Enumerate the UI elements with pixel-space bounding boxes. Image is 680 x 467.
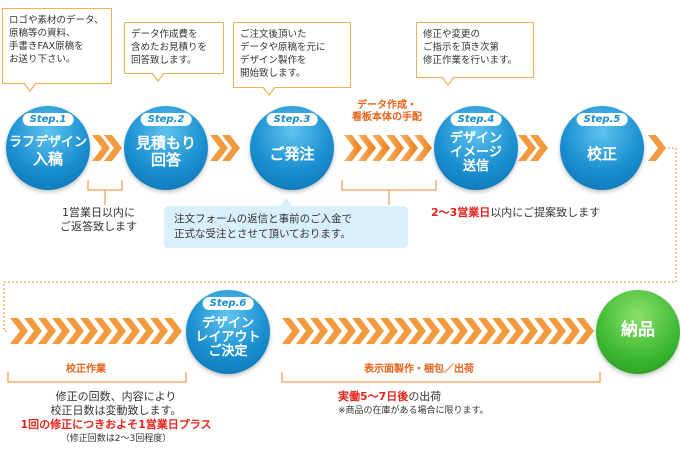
note-line: ロゴや素材のデータ、 bbox=[9, 15, 104, 26]
production-highlight: 実働5～7日後 bbox=[338, 390, 409, 403]
final-circle: 納品 bbox=[596, 290, 680, 374]
step2-label-line2: 回答 bbox=[150, 151, 181, 169]
step2-circle: Step.2 見積もり 回答 bbox=[124, 106, 208, 190]
order-note-box: 注文フォームの返信と事前のご入金で 正式な受注とさせて頂いております。 bbox=[164, 198, 408, 248]
note-step4: 修正や変更の ご指示を頂き次第 修正作業を行います。 bbox=[416, 22, 534, 86]
bracket-1-2 bbox=[87, 180, 123, 205]
step5-label-line1: 校正 bbox=[586, 145, 617, 163]
step5-badge: Step.5 bbox=[576, 113, 628, 126]
order-note-line1: 注文フォームの返信と事前のご入金で bbox=[174, 213, 353, 225]
note-line: 原稿等の資料、 bbox=[9, 28, 76, 39]
arrow-label-3-4: データ作成・ 看板本体の手配 bbox=[332, 100, 442, 124]
proposal-highlight: 2～3営業日 bbox=[431, 206, 491, 219]
note-line: お送り下さい。 bbox=[9, 54, 76, 65]
reply-note-line1: 1営業日以内に bbox=[62, 206, 135, 219]
production-label: 表示面製作・梱包／出荷 bbox=[364, 364, 474, 375]
note-line: ご指示を頂き次第 bbox=[423, 42, 500, 53]
order-note-line2: 正式な受注とさせて頂いております。 bbox=[174, 228, 351, 240]
note-step2: データ作成費を 含めたお見積りを 回答致します。 bbox=[124, 22, 224, 82]
production-sub: ※商品の在庫がある場合に限ります。 bbox=[338, 406, 489, 416]
step4-circle: Step.4 デザイン イメージ 送信 bbox=[434, 106, 518, 190]
note-step1: ロゴや素材のデータ、 原稿等の資料、 手書きFAX原稿を お送り下さい。 bbox=[2, 8, 112, 92]
step1-circle: Step.1 ラフデザイン 入稿 bbox=[6, 106, 90, 190]
note-line: 修正作業を行います。 bbox=[423, 55, 518, 66]
production-text: 実働5～7日後の出荷 ※商品の在庫がある場合に限ります。 bbox=[338, 390, 489, 418]
proposal-note: 2～3営業日以内にご提案致します bbox=[431, 206, 600, 220]
note-line: 開始致します。 bbox=[240, 68, 306, 79]
step1-label-line1: ラフデザイン bbox=[8, 135, 87, 150]
proof-work-sub: （修正回数は2～3回程度） bbox=[60, 434, 172, 444]
chevrons-4-5 bbox=[518, 135, 548, 161]
proof-work-line1: 修正の回数、内容により bbox=[55, 390, 177, 403]
production-rest: の出荷 bbox=[408, 390, 442, 403]
note-line: 手書きFAX原稿を bbox=[9, 41, 84, 52]
note-line: データ作成費を bbox=[131, 29, 198, 40]
step6-label-line2: レイアウト bbox=[195, 330, 261, 345]
proposal-rest: 以内にご提案致します bbox=[490, 206, 601, 219]
step4-badge: Step.4 bbox=[450, 113, 502, 126]
proof-work-text: 修正の回数、内容により 校正日数は変動致します。 1回の修正につきおよそ1営業日… bbox=[0, 390, 232, 446]
step6-label-line3: ご決定 bbox=[208, 344, 248, 359]
step4-label-line2: イメージ bbox=[450, 145, 502, 160]
proof-work-label: 校正作業 bbox=[66, 364, 106, 375]
chevrons-1-2 bbox=[92, 135, 122, 161]
step6-circle: Step.6 デザイン レイアウト ご決定 bbox=[186, 290, 270, 374]
proof-work-highlight: 1回の修正につきおよそ1営業日プラス bbox=[20, 418, 212, 431]
bracket-3-4 bbox=[341, 180, 437, 205]
step4-label-line3: 送信 bbox=[462, 159, 489, 174]
note-line: データや原稿を元に bbox=[240, 42, 326, 53]
chevrons-row2-b bbox=[282, 318, 594, 344]
final-label: 納品 bbox=[621, 320, 655, 340]
chevrons-5-end bbox=[648, 135, 666, 161]
step6-label-line1: デザイン bbox=[201, 316, 254, 331]
note-line: デザイン製作を bbox=[240, 55, 307, 66]
step4-label-line1: デザイン bbox=[449, 131, 502, 146]
reply-note: 1営業日以内に ご返答致します bbox=[60, 206, 137, 234]
note-line: 含めたお見積りを bbox=[131, 42, 208, 53]
proof-work-line2: 校正日数は変動致します。 bbox=[50, 404, 182, 417]
note-line: ご注文後頂いた bbox=[240, 29, 307, 40]
step1-label-line2: 入稿 bbox=[32, 150, 63, 168]
step3-badge: Step.3 bbox=[266, 113, 318, 126]
step3-label-line1: ご発注 bbox=[269, 145, 315, 163]
chevrons-3-4 bbox=[344, 135, 432, 161]
arrow-label-line1: データ作成・ bbox=[357, 100, 417, 111]
note-line: 回答致します。 bbox=[131, 55, 197, 66]
step1-badge: Step.1 bbox=[22, 113, 74, 126]
step3-circle: Step.3 ご発注 bbox=[250, 106, 334, 190]
step6-badge: Step.6 bbox=[202, 297, 254, 310]
note-line: 修正や変更の bbox=[423, 29, 481, 40]
step2-badge: Step.2 bbox=[140, 113, 192, 126]
step2-label-line1: 見積もり bbox=[135, 134, 196, 152]
step5-circle: Step.5 校正 bbox=[560, 106, 644, 190]
chevrons-2-3 bbox=[210, 135, 240, 161]
reply-note-line2: ご返答致します bbox=[60, 220, 137, 233]
note-step3: ご注文後頂いた データや原稿を元に デザイン製作を 開始致します。 bbox=[233, 22, 351, 96]
arrow-label-line2: 看板本体の手配 bbox=[352, 112, 422, 123]
chevrons-row2-a bbox=[10, 318, 182, 344]
